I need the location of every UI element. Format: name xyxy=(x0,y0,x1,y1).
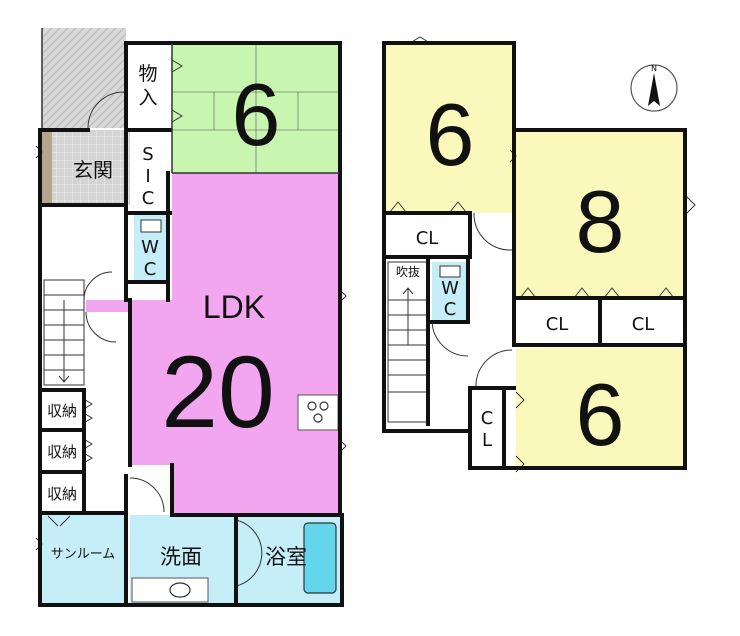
shuno-2-room xyxy=(42,432,82,470)
walls-floor2 xyxy=(382,41,687,470)
shuno-3-label: 収納 xyxy=(47,485,77,503)
entrance-label: 玄関 xyxy=(73,158,113,182)
washroom-label: 洗面 xyxy=(160,545,202,569)
walls-thin-floor1 xyxy=(41,28,340,174)
room-left-area xyxy=(386,45,512,213)
wash-basin xyxy=(169,582,191,598)
storage-label-1: 物 xyxy=(138,63,157,85)
ldk-label: LDK xyxy=(203,289,265,325)
room-bottom-size: 6 xyxy=(576,365,625,464)
stove-burner xyxy=(307,401,317,411)
room-right-size: 8 xyxy=(576,172,625,271)
room-right-area xyxy=(516,130,685,298)
toilet xyxy=(140,219,162,233)
shuno-1-room xyxy=(42,392,82,428)
cl-small-label-c: C xyxy=(481,408,494,429)
cl-small-label-l: L xyxy=(482,430,492,451)
stove-burner xyxy=(313,413,323,423)
tatami-lines xyxy=(172,43,340,173)
floor-2: 6 8 6 CL CL CL C L 吹抜 W C xyxy=(382,36,696,473)
cl-right-label: CL xyxy=(632,314,655,335)
stairs-floor2 xyxy=(387,261,429,423)
entrance-step xyxy=(42,130,52,205)
shuno-3-room xyxy=(42,475,82,513)
cl-left-label: CL xyxy=(416,228,439,249)
wc-label-w: W xyxy=(141,237,159,258)
cl-mid-label: CL xyxy=(546,314,569,335)
bathroom-label: 浴室 xyxy=(265,545,307,569)
sunroom-label: サンルーム xyxy=(51,547,116,562)
room-left-size: 6 xyxy=(426,85,475,184)
walls-floor1 xyxy=(38,41,344,607)
floor-1: 6 LDK 20 物 入 S I C W C 玄関 収納 収納 収納 サンルーム… xyxy=(35,28,347,607)
sic-label-s: S xyxy=(142,144,153,165)
wc-label-c: C xyxy=(144,259,157,280)
shuno-2-label: 収納 xyxy=(47,443,77,461)
sic-label-c: C xyxy=(142,188,155,209)
bathtub xyxy=(303,522,337,594)
sunroom-room xyxy=(42,515,126,603)
stove-burner xyxy=(319,401,329,411)
room-bottom-area xyxy=(516,348,685,468)
compass-north-label: N xyxy=(651,64,657,73)
kitchen-counter xyxy=(297,394,339,431)
wc2-label-w: W xyxy=(441,278,459,299)
porch xyxy=(42,28,126,128)
ldk-size: 20 xyxy=(161,335,274,449)
washitsu-size: 6 xyxy=(232,65,281,164)
wc2-label-c: C xyxy=(444,299,457,320)
toilet2 xyxy=(439,265,461,278)
stairs-floor1 xyxy=(43,279,85,386)
compass: N xyxy=(630,64,678,112)
ldk-fill-left xyxy=(130,300,172,465)
north-arrow-icon xyxy=(648,73,660,106)
shuno-1-label: 収納 xyxy=(47,402,77,420)
fukinuke-label: 吹抜 xyxy=(396,265,420,279)
storage-label-2: 入 xyxy=(138,87,157,109)
entrance-area xyxy=(42,130,130,205)
sic-label-i: I xyxy=(145,166,150,187)
